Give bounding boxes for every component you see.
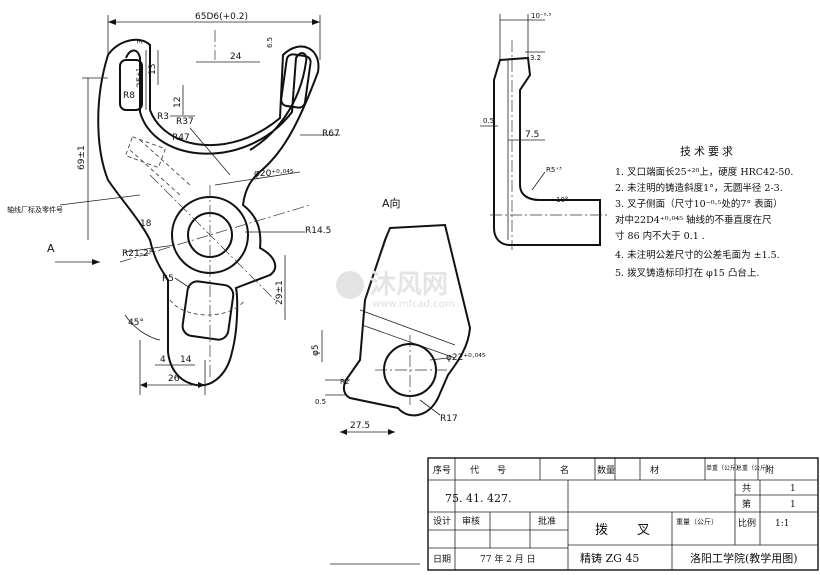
side-dim-angle-10: 10° <box>556 196 568 204</box>
tb-scale-value: 1:1 <box>775 519 789 529</box>
tb-sheet-value: 1 <box>790 500 796 510</box>
tb-head-code: 代 号 <box>470 465 506 476</box>
tech-item-3b: 对中22D4⁺⁰·⁰⁴⁵ 轴线的不垂直度在尺 <box>615 214 772 226</box>
tech-item-4: 4. 未注明公差尺寸的公差毛面为 ±1.5. <box>615 249 780 261</box>
a-dim-0-5: 0.5 <box>315 398 326 406</box>
tb-head-weight: 单重（公斤） <box>706 464 742 472</box>
dim-r3: R3 <box>157 112 169 122</box>
main-view: 65D6(+0.2) 24 3 6.5 25⁺¹ 13 12 R8 R3 R37… <box>7 12 340 395</box>
tb-approve: 批准 <box>538 515 556 527</box>
tb-scale-label: 比例 <box>738 517 756 529</box>
tb-head-total: 总重（公斤） <box>736 464 772 472</box>
dim-r47: R47 <box>172 133 190 143</box>
dim-26: 26 <box>168 374 180 384</box>
side-dim-10: 10⁻⁰·⁵ <box>531 12 552 20</box>
dim-14: 14 <box>180 355 192 365</box>
dim-18: 18 <box>140 219 152 229</box>
dim-3-left: 3 <box>136 40 144 44</box>
a-view: A向 φ5 φ22⁺⁰·⁰⁴⁵ R17 27.5 0.5 R2 <box>311 196 486 435</box>
tb-sheet-label: 第 <box>742 498 751 510</box>
tb-sheets-label: 共 <box>742 483 751 494</box>
tb-part-name: 拨 叉 <box>595 523 658 538</box>
tb-sheets-value: 1 <box>790 484 796 494</box>
tb-school: 洛阳工学院(教学用图) <box>690 551 798 565</box>
watermark-logo-icon <box>336 271 364 299</box>
dim-phi20: φ20⁺⁰·⁰⁴⁵ <box>254 169 294 179</box>
dim-4: 4 <box>160 355 166 365</box>
tb-head-name: 名 <box>560 464 569 476</box>
tb-weight-label: 重量（公斤） <box>676 517 718 526</box>
dim-25: 25⁺¹ <box>136 68 146 88</box>
dim-6-5-right: 6.5 <box>266 37 274 48</box>
tb-head-note: 附 <box>765 464 774 476</box>
side-dim-r5: R5⁺³ <box>546 166 562 174</box>
tech-requirements: 技术要求 1. 叉口端面长25⁺²⁰上，硬度 HRC42-50. 2. 未注明的… <box>615 145 793 279</box>
dim-top-width: 65D6(+0.2) <box>195 12 248 22</box>
dim-angle-45: 45° <box>128 318 144 328</box>
side-dim-0-5: 0.5 <box>483 117 494 125</box>
tech-title: 技术要求 <box>680 145 736 158</box>
view-a-marker: A <box>47 242 55 255</box>
a-dim-phi5: φ5 <box>311 344 321 356</box>
dim-r21: R21-2° <box>122 249 153 259</box>
a-dim-27-5: 27.5 <box>350 421 370 431</box>
leader-note: 轴线厂标及零件号 <box>7 205 63 214</box>
tech-item-2: 2. 未注明的铸造斜度1°，无圆半径 2-3. <box>615 182 783 194</box>
tb-check: 审核 <box>462 515 480 527</box>
a-view-title: A向 <box>382 196 401 210</box>
dim-r14-5: R14.5 <box>305 226 331 236</box>
dim-69: 69±1 <box>77 145 87 170</box>
dim-r67: R67 <box>322 129 340 139</box>
a-dim-r2: R2 <box>340 378 349 386</box>
watermark-brand: 沐风网 <box>370 270 448 300</box>
tb-material: 精铸 ZG 45 <box>580 551 639 565</box>
tb-date-label: 日期 <box>433 554 451 565</box>
tb-head-material: 材 <box>650 464 659 476</box>
dim-r5: R5 <box>162 274 174 284</box>
dim-24: 24 <box>230 52 242 62</box>
tech-item-1: 1. 叉口端面长25⁺²⁰上，硬度 HRC42-50. <box>615 166 793 178</box>
tb-drawing-no: 75. 41. 427. <box>445 492 511 505</box>
tb-head-qty: 数量 <box>597 464 615 476</box>
dim-13: 13 <box>148 64 158 75</box>
tech-item-3c: 寸 86 内不大于 0.1 . <box>615 230 705 242</box>
dim-r37: R37 <box>176 117 194 127</box>
side-view: 10⁻⁰·⁵ 3.2 0.5 7.5 R5⁺³ 10° <box>480 12 610 250</box>
tb-design: 设计 <box>433 515 451 527</box>
watermark: 沐风网 www.mfcad.com <box>336 270 455 310</box>
dim-29: 29±1 <box>275 280 285 305</box>
title-block: 序号 代 号 名 数量 材 单重（公斤） 总重（公斤） 附 75. 41. 42… <box>427 457 819 571</box>
dim-r8: R8 <box>123 91 135 101</box>
tb-head-seq: 序号 <box>433 464 451 476</box>
a-dim-phi22: φ22⁺⁰·⁰⁴⁵ <box>446 353 486 363</box>
a-dim-r17: R17 <box>440 414 458 424</box>
tb-date-value: 77 年 2 月 日 <box>480 553 536 565</box>
tech-item-5: 5. 拨叉铸造标印打在 φ15 凸台上. <box>615 267 759 279</box>
tech-item-3: 3. 叉子侧面（尺寸10⁻⁰·⁵处的7° 表面） <box>615 198 783 210</box>
side-dim-7-5: 7.5 <box>525 130 539 140</box>
watermark-url: www.mfcad.com <box>372 299 455 310</box>
dim-12: 12 <box>173 97 183 108</box>
side-dim-3-2: 3.2 <box>530 54 541 62</box>
